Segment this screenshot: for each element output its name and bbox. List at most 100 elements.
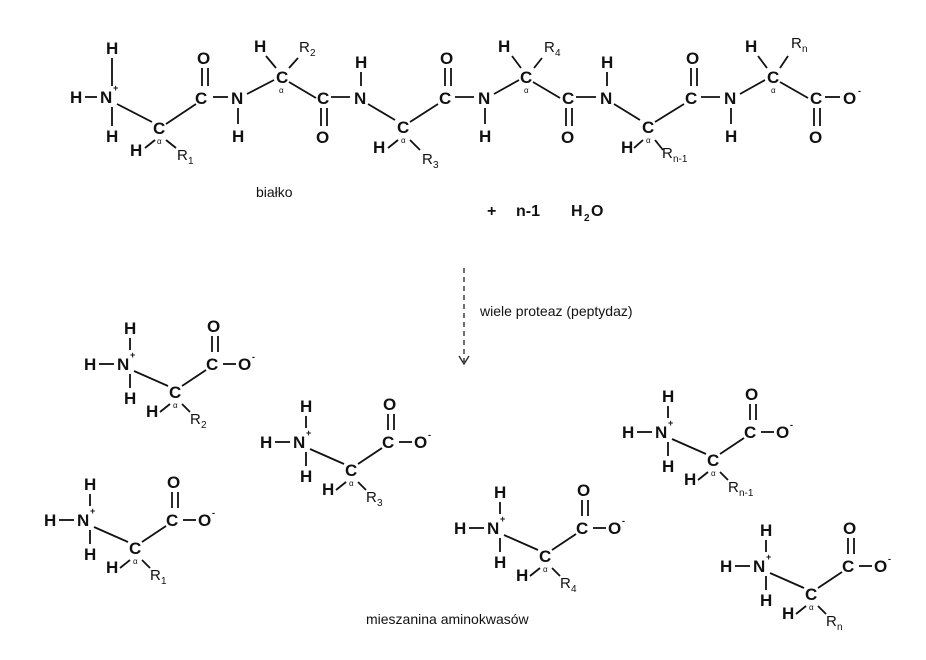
water-sub: 2 — [584, 213, 590, 224]
alpha-label: α — [157, 137, 162, 146]
atom-n: N — [77, 511, 89, 530]
amino-acid-r-n: H H N + H C α H R n C O O - — [720, 519, 891, 633]
atom-c: C — [129, 539, 141, 558]
amino-acid-r-n-minus-1: H H N + H C α H R n-1 C O O - — [622, 385, 793, 499]
atom-n: N — [354, 89, 366, 108]
charge-minus: - — [252, 352, 255, 362]
atom-n: N — [487, 519, 499, 538]
atom-o: O — [577, 481, 590, 500]
atom-c: C — [345, 461, 357, 480]
atom-h: H — [130, 141, 142, 160]
atom-o: O — [198, 511, 211, 530]
r-group: R — [190, 411, 201, 428]
r-group: R — [544, 39, 555, 56]
atom-c: C — [317, 89, 329, 108]
charge-plus: + — [306, 428, 311, 438]
atom-h: H — [84, 355, 96, 374]
charge-minus: - — [212, 508, 215, 518]
atom-h: H — [720, 557, 732, 576]
atom-h: H — [300, 467, 312, 486]
atom-h: H — [745, 37, 757, 56]
alpha-label: α — [279, 86, 284, 95]
atom-h: H — [322, 480, 334, 499]
atom-h: H — [300, 397, 312, 416]
amino-acid-r3: H H N + H C α H R 3 C O O - — [260, 395, 431, 509]
atom-h: H — [494, 483, 506, 502]
atom-h: H — [106, 39, 118, 58]
water-o: O — [591, 203, 603, 220]
atom-h: H — [70, 88, 82, 107]
atom-h: H — [355, 53, 367, 72]
alpha-label: α — [646, 136, 651, 145]
alpha-label: α — [401, 136, 406, 145]
amino-acid-r2: H H N + H C α H R 2 C O O - — [84, 317, 255, 431]
atom-n: N — [655, 423, 667, 442]
atom-n: N — [600, 89, 612, 108]
atom-c: C — [206, 355, 218, 374]
atom-h: H — [373, 138, 385, 157]
atom-h: H — [84, 475, 96, 494]
charge-minus: - — [428, 430, 431, 440]
r-group: R — [150, 567, 161, 584]
atom-c: C — [642, 118, 654, 137]
r-subscript: 3 — [377, 498, 383, 509]
charge-plus: + — [500, 514, 505, 524]
atom-o: O — [608, 519, 621, 538]
charge-minus: - — [888, 554, 891, 564]
atom-c: C — [767, 68, 779, 87]
r-subscript: 1 — [188, 156, 194, 167]
atom-h: H — [662, 457, 674, 476]
atom-h: H — [260, 433, 272, 452]
r-group: R — [299, 39, 310, 56]
r-subscript: 2 — [201, 420, 207, 431]
reaction-arrow — [458, 268, 470, 366]
atom-h: H — [494, 553, 506, 572]
atom-h: H — [106, 127, 118, 146]
atom-o: O — [440, 49, 453, 68]
atom-h: H — [662, 387, 674, 406]
atom-o: O — [207, 317, 220, 336]
atom-n: N — [753, 557, 765, 576]
atom-h: H — [124, 389, 136, 408]
r-group: R — [791, 35, 802, 52]
atom-h: H — [454, 519, 466, 538]
amino-acid-r4: H H N + H C α H R 4 C O O - — [454, 481, 625, 595]
atom-o: O — [316, 128, 329, 147]
r-subscript: 2 — [310, 48, 316, 59]
r-subscript: n — [837, 622, 843, 633]
charge-plus: + — [113, 83, 118, 93]
atom-n: N — [100, 88, 112, 107]
protein-label: białko — [256, 184, 293, 200]
water-coefficient: n-1 — [516, 203, 540, 220]
atom-h: H — [725, 127, 737, 146]
atom-c: C — [153, 119, 165, 138]
atom-c: C — [805, 585, 817, 604]
atom-c: C — [842, 557, 854, 576]
r-subscript: n-1 — [739, 488, 754, 499]
atom-h: H — [232, 127, 244, 146]
atom-h: H — [782, 604, 794, 623]
r-subscript: 4 — [571, 584, 577, 595]
r-subscript: n-1 — [673, 154, 688, 165]
atom-n: N — [478, 89, 490, 108]
alpha-label: α — [711, 469, 716, 478]
water-term: + n-1 H 2 O — [487, 203, 603, 224]
atom-o: O — [383, 395, 396, 414]
water-h: H — [571, 203, 583, 220]
r-group: R — [366, 489, 377, 506]
amino-acid-r1: H H N + H C α H R 1 C O O - — [44, 473, 215, 587]
atom-h: H — [498, 37, 510, 56]
atom-n: N — [293, 433, 305, 452]
atom-o: O — [776, 423, 789, 442]
atom-n: N — [117, 355, 129, 374]
r-group: R — [177, 147, 188, 164]
atom-h: H — [516, 566, 528, 585]
atom-o: O — [167, 473, 180, 492]
r-subscript: 4 — [555, 48, 561, 59]
atom-h: H — [44, 511, 56, 530]
atom-c: C — [539, 547, 551, 566]
atom-c: C — [562, 89, 574, 108]
atom-o: O — [843, 89, 856, 108]
atom-c: C — [576, 519, 588, 538]
alpha-label: α — [524, 86, 529, 95]
